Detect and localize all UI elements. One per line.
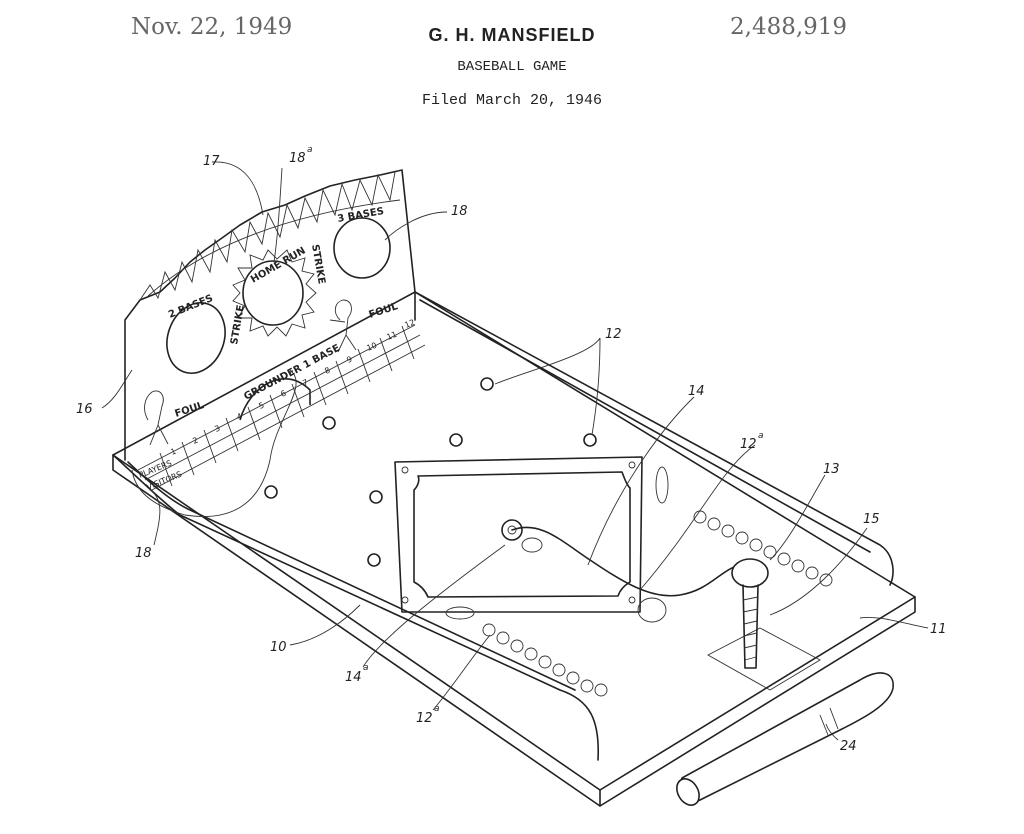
game-board-base [112,291,916,807]
strike-left-label: STRIKE [229,304,247,345]
invention-title: BASEBALL GAME [457,59,567,75]
foul-right-label: FOUL [368,301,400,321]
right-peg-row [693,510,833,587]
home-run-opening [242,260,304,326]
ref-12a-low-sup: a [434,704,440,714]
ref-18a-sup: a [307,145,313,155]
ref-12-top: 12 [605,327,622,342]
inning-number: 4 [235,412,243,422]
ref-10: 10 [270,640,287,655]
ref-12a-low: 12 [416,711,433,726]
inning-number: 9 [345,355,353,365]
three-bases-opening [333,217,391,279]
ref-14a-sup: a [363,663,369,673]
left-cord [131,369,297,517]
ref-14a: 14 [345,670,362,685]
lower-peg-row [482,623,608,697]
inning-number: 3 [213,424,221,434]
filing-date: Filed March 20, 1946 [421,92,603,109]
inning-number: 8 [323,366,331,376]
inning-grid [159,325,415,487]
ref-18-top: 18 [451,204,468,219]
inning-number: 11 [385,330,398,342]
inning-number: 6 [279,389,287,399]
plunger [731,558,769,669]
inventor-name: G. H. MANSFIELD [428,25,596,45]
ref-11: 11 [930,622,947,637]
ref-18-left: 18 [135,546,152,561]
cord [511,526,741,597]
ref-17: 17 [203,154,220,169]
patent-number: 2,488,919 [730,14,848,40]
leader-lines [101,161,929,741]
ref-12a-mid-sup: a [758,431,764,441]
ref-12a-mid: 12 [740,437,757,452]
ref-24: 24 [840,739,857,754]
left-player-figure [144,390,169,446]
inning-number: 2 [191,436,199,446]
inning-number: 1 [169,447,177,457]
ref-15: 15 [863,512,880,527]
ref-16: 16 [76,402,93,417]
inning-number: 12 [403,318,416,330]
backboard [124,169,426,491]
inning-number: 5 [257,401,265,411]
inning-number: 7 [301,378,309,388]
inning-numbers: 1 2 3 4 5 6 7 8 9 10 11 12 [169,318,416,457]
ref-13: 13 [823,462,840,477]
ref-14: 14 [688,384,705,399]
foul-left-label: FOUL [174,400,206,420]
two-bases-opening [166,302,226,374]
ref-18a: 18 [289,151,306,166]
right-player-figure [329,299,357,353]
inning-number: 10 [365,341,378,353]
field-pegs [264,377,597,567]
strike-right-label: STRIKE [309,244,327,285]
bat [676,672,894,806]
patent-date: Nov. 22, 1949 [131,14,293,40]
